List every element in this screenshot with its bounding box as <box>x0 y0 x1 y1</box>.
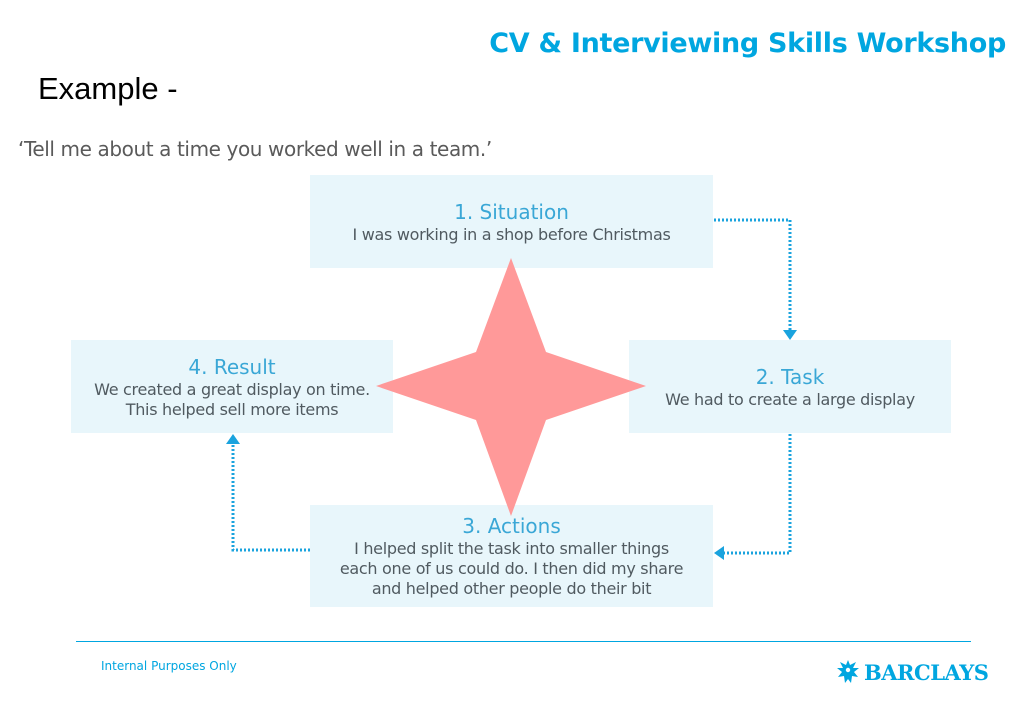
step-task-title: 2. Task <box>755 364 825 389</box>
step-result-box: 4. Result We created a great display on … <box>71 340 393 433</box>
step-result-text: We created a great display on time. This… <box>94 379 370 419</box>
step-actions-title: 3. Actions <box>462 514 561 538</box>
step-actions-box: 3. Actions I helped split the task into … <box>310 505 713 607</box>
step-situation-title: 1. Situation <box>454 199 569 224</box>
arrowhead-left-icon <box>714 546 724 560</box>
footer-classification: Internal Purposes Only <box>101 659 237 673</box>
arrow-task-to-actions <box>724 434 792 555</box>
arrowhead-up-icon <box>226 434 240 444</box>
arrow-actions-to-result <box>231 444 310 552</box>
arrowhead-down-icon <box>783 330 797 340</box>
step-result-title: 4. Result <box>188 354 276 379</box>
footer-divider <box>76 641 971 642</box>
section-heading: Example - <box>38 71 178 106</box>
barclays-eagle-icon <box>837 660 859 683</box>
page-title: CV & Interviewing Skills Workshop <box>489 28 1006 59</box>
interview-question: ‘Tell me about a time you worked well in… <box>18 137 492 161</box>
logo-wordmark: BARCLAYS <box>864 659 989 685</box>
step-task-box: 2. Task We had to create a large display <box>629 340 951 433</box>
four-point-star-icon <box>376 258 646 516</box>
step-situation-box: 1. Situation I was working in a shop bef… <box>310 175 713 268</box>
step-actions-text: I helped split the task into smaller thi… <box>339 539 684 598</box>
step-situation-text: I was working in a shop before Christmas <box>352 224 671 244</box>
step-task-text: We had to create a large display <box>665 389 915 409</box>
barclays-logo: BARCLAYS <box>836 656 989 688</box>
arrow-situation-to-task <box>714 218 792 330</box>
